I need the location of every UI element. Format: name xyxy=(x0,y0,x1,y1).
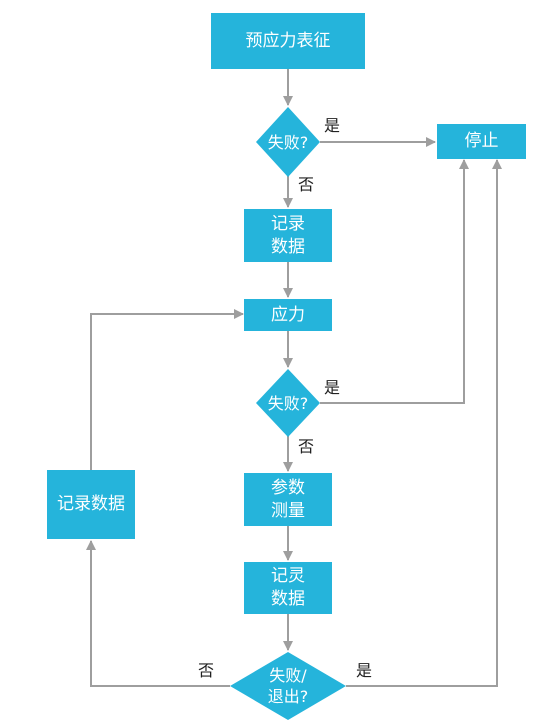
decision1-diamond xyxy=(256,107,320,177)
node-stress: 应力 xyxy=(244,299,332,331)
edge-decision3-to-stop xyxy=(346,159,502,687)
edge-decision3-to-record-left xyxy=(86,540,230,687)
edge-label-yes-decision1: 是 xyxy=(324,116,341,135)
edge-record-left-to-stress xyxy=(90,309,244,470)
edge-label-no-decision1: 否 xyxy=(298,175,315,194)
edge-label-yes-decision2: 是 xyxy=(324,378,341,397)
edge-label-yes-decision3: 是 xyxy=(356,661,373,680)
decision3-diamond xyxy=(230,652,346,720)
node-record1: 记录 数据 xyxy=(244,209,332,262)
node-record-left: 记录数据 xyxy=(47,470,135,539)
decision1-label: 失败? xyxy=(267,133,309,152)
edge-decision2-to-stop xyxy=(320,159,469,404)
node-stop: 停止 xyxy=(437,124,526,159)
decision2-label: 失败? xyxy=(267,394,309,413)
node-prestress: 预应力表征 xyxy=(211,13,365,69)
decision3-label: 失败/ 退出? xyxy=(267,666,309,706)
node-measure: 参数 测量 xyxy=(244,473,332,526)
node-record2: 记灵 数据 xyxy=(244,562,332,614)
decision2-diamond xyxy=(256,369,320,437)
edge-label-no-decision3: 否 xyxy=(198,661,215,680)
edge-label-no-decision2: 否 xyxy=(298,437,315,456)
